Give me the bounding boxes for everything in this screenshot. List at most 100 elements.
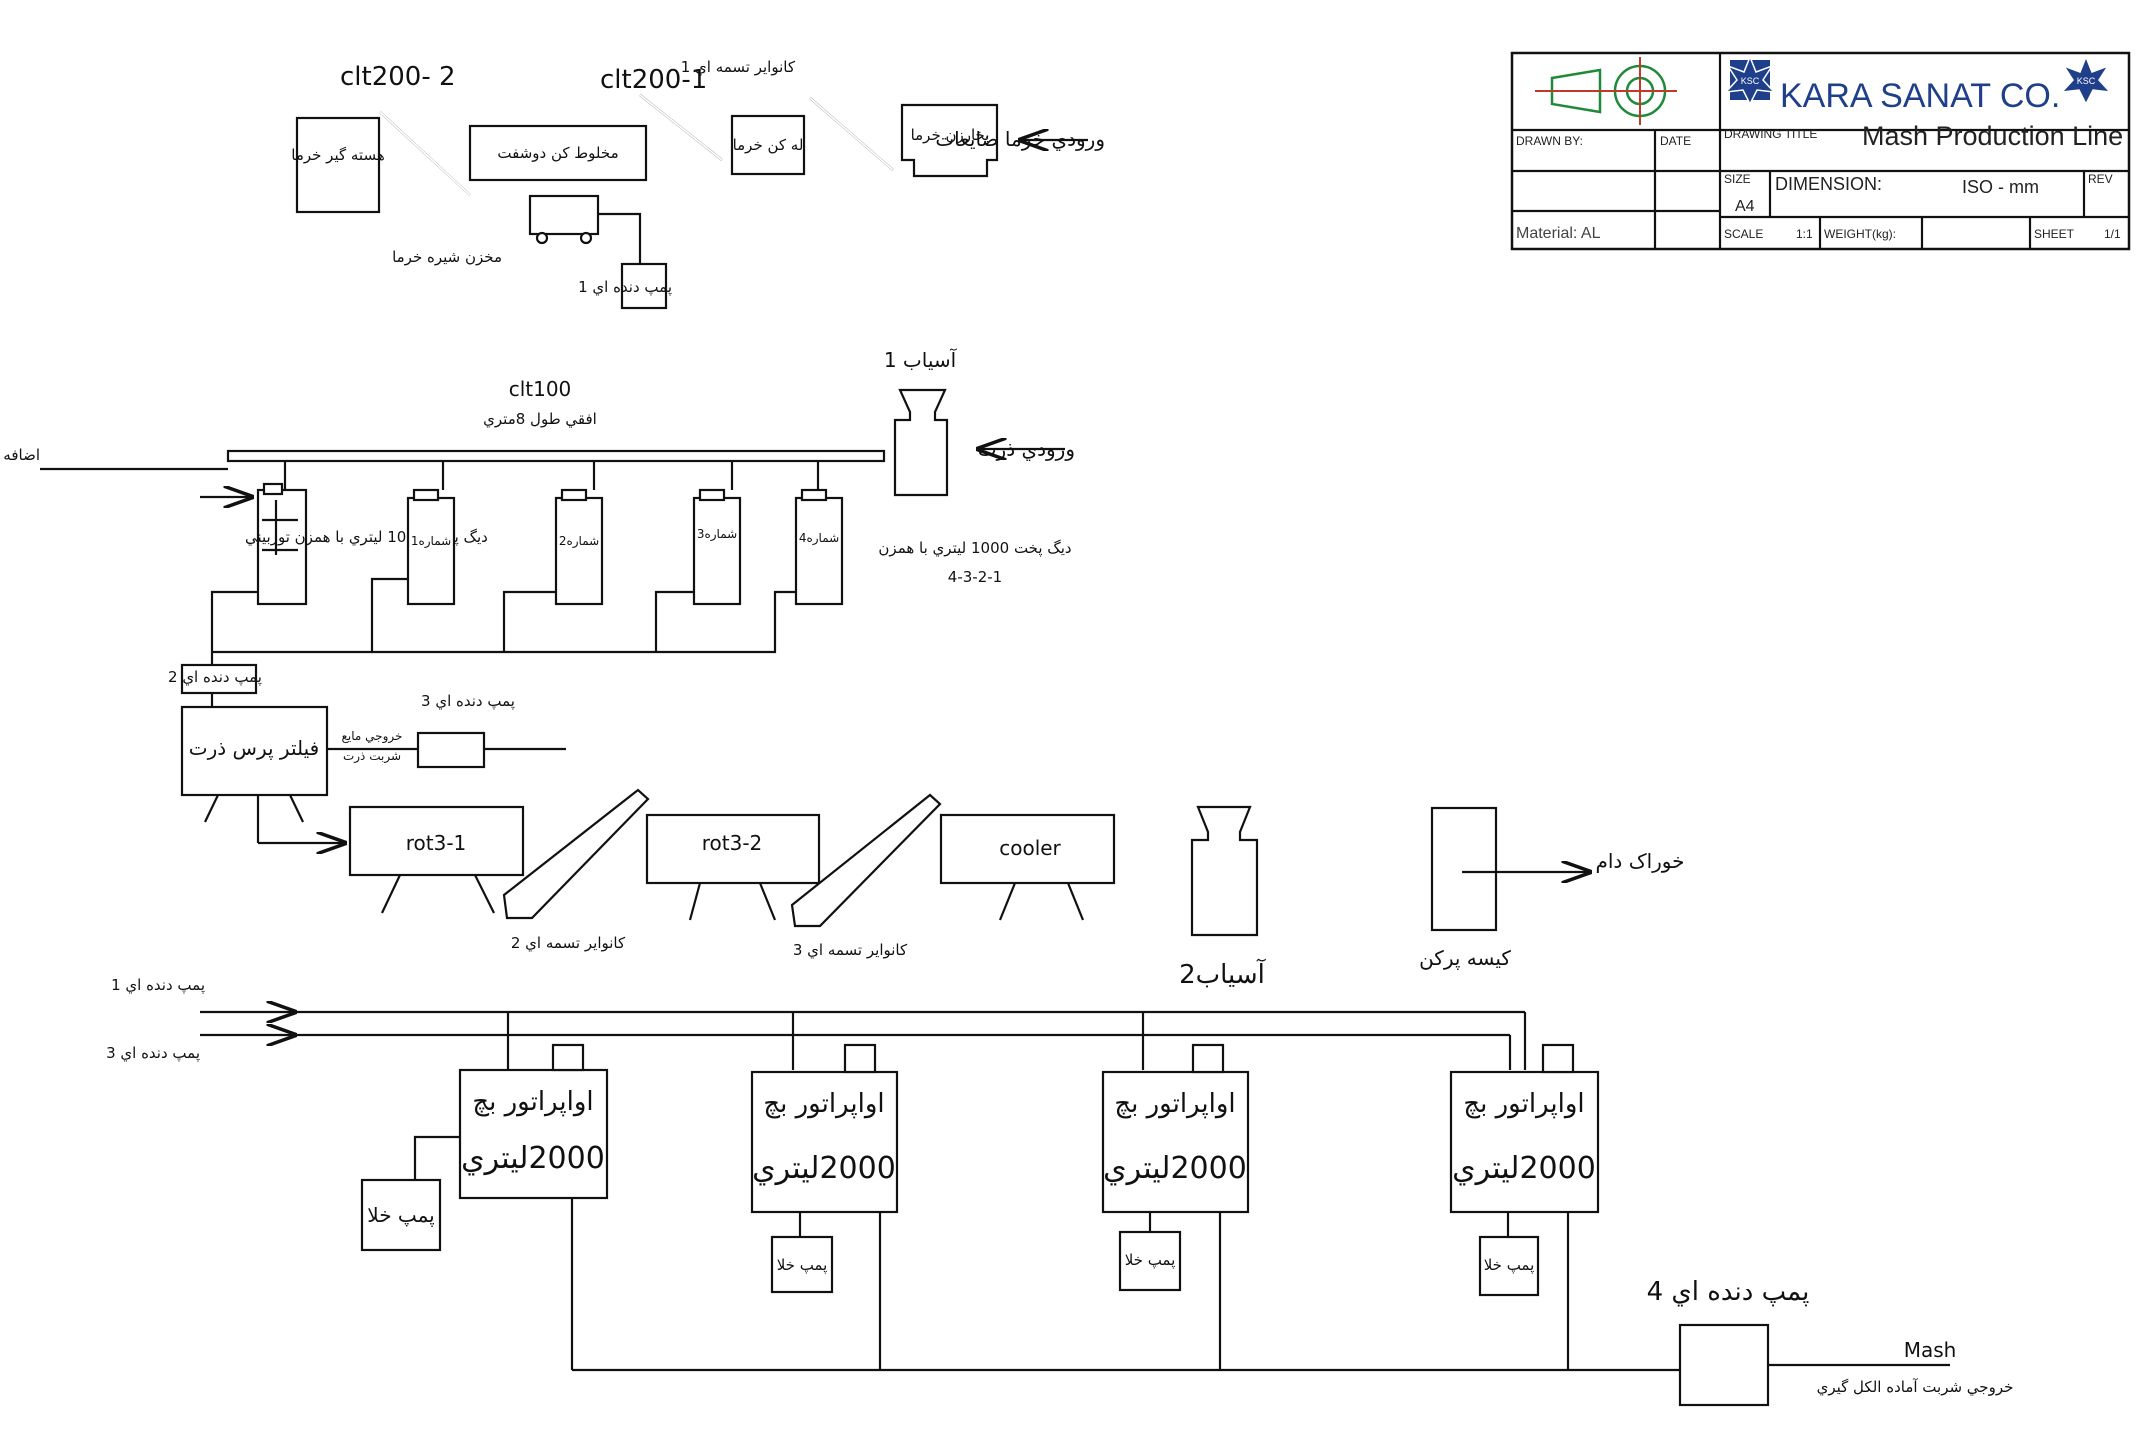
- pit-remover-label: هسته گير خرما: [291, 146, 385, 164]
- cooker-tank-1: [406, 496, 456, 606]
- company-logo-right-icon: KSC: [2060, 54, 2112, 106]
- bag-filler: [1430, 806, 1498, 932]
- belt-conveyor-2: [502, 788, 650, 920]
- projection-symbol-icon: [1535, 57, 1677, 125]
- company-logo-left-icon: KSC: [1724, 54, 1776, 106]
- company-name: KARA SANAT CO.: [1780, 77, 2060, 115]
- evaporator-3-capacity: 2000ليتري: [1103, 1151, 1247, 1186]
- dimension-value: ISO - mm: [1962, 177, 2039, 197]
- belt-conveyor-3: [790, 793, 942, 928]
- mixer-label: مخلوط كن دوشفت: [497, 144, 618, 162]
- mill-1: [893, 388, 949, 497]
- size-value: A4: [1735, 198, 1755, 215]
- cooker-tank-1-label: شماره1: [411, 534, 451, 549]
- crusher-label: له كن خرما: [733, 136, 804, 154]
- scale-value: 1:1: [1796, 227, 1813, 241]
- vacuum-pump-2: [770, 1235, 834, 1294]
- corn-processing-line: clt100 افقي طول 8متري اضافه شدن آنزيم و …: [0, 347, 1075, 843]
- evaporator-3-title: اواپراتور بچ: [1114, 1089, 1235, 1119]
- cooker-tank-2-label: شماره2: [559, 534, 599, 549]
- date-processing-line: هسته گير خرما clt200- 2 مخلوط كن دوشفت c…: [291, 58, 1105, 310]
- corn-filter-press: [180, 705, 329, 797]
- sheet-label: SHEET: [2034, 227, 2075, 241]
- gear-pump-3-label: پمپ دنده اي 3: [421, 692, 515, 711]
- horizontal-conveyor-clt100: [226, 449, 886, 463]
- rotary-dryer-rot3-2: [645, 813, 821, 885]
- gear-pump-1-label: پمپ دنده اي 1: [578, 278, 672, 297]
- drawn-by-label: DRAWN BY:: [1516, 134, 1583, 148]
- cooker-tank-2: [554, 496, 604, 606]
- batch-evaporator-3: [1101, 1070, 1250, 1214]
- cooker-tank-3-label: شماره3: [697, 527, 737, 542]
- cooker-tank-4-label: شماره4: [799, 531, 839, 546]
- rot3-2-label: rot3-2: [702, 831, 763, 855]
- sheet-value: 1/1: [2104, 227, 2121, 241]
- pump-1-inlet-label: پمپ دنده اي 1: [111, 976, 205, 995]
- cooler: [939, 813, 1116, 885]
- mill-1-label: آسياب 1: [884, 347, 958, 372]
- gear-pump-1: [620, 262, 668, 310]
- batch-evaporator-4: [1449, 1070, 1600, 1214]
- filter-press-label: فيلتر پرس ذرت: [189, 736, 319, 761]
- vacuum-pump-3: [1118, 1230, 1182, 1292]
- tanks-note-numbers: 4-3-2-1: [948, 568, 1002, 586]
- enzyme-water-label: اضافه شدن آنزيم و آب: [0, 446, 40, 464]
- material-label: Material: AL: [1516, 225, 1601, 242]
- mill-2-label: آسياب2: [1179, 958, 1267, 990]
- evaporator-2-capacity: 2000ليتري: [752, 1151, 896, 1186]
- steamer-label: بخارزن خرما: [911, 126, 990, 144]
- evaporator-1-capacity: 2000ليتري: [461, 1141, 605, 1176]
- clt200-1-label: clt200-1: [600, 65, 707, 95]
- evaporator-1-title: اواپراتور بچ: [472, 1087, 593, 1117]
- batch-evaporator-1: [458, 1068, 609, 1200]
- vacuum-pump-4: [1478, 1235, 1540, 1297]
- vacuum-pump-1: [360, 1178, 442, 1252]
- title-block: KSC KSC KARA SANAT CO. DRAWN BY: DATE DR…: [1510, 51, 2131, 251]
- belt-conveyor-3-label: كانواير تسمه اي 3: [793, 941, 908, 960]
- vacuum-pump-2-label: پمپ خلا: [777, 1256, 828, 1275]
- gear-pump-3: [416, 731, 486, 769]
- syrup-tank-label: مخزن شيره خرما: [392, 248, 502, 266]
- vacuum-pump-3-label: پمپ خلا: [1125, 1251, 1176, 1270]
- waste-date-input-label: ورودي خرما ضايعات: [935, 127, 1105, 152]
- mill-2: [1190, 805, 1259, 937]
- vacuum-pump-4-label: پمپ خلا: [1484, 1256, 1535, 1275]
- cooker-tank-4: [794, 496, 844, 606]
- twin-shaft-mixer: [468, 124, 648, 182]
- pit-remover: [295, 116, 381, 214]
- mash-output-label: Mash: [1904, 1338, 1957, 1362]
- clt100-desc-label: افقي طول 8متري: [483, 410, 597, 429]
- evaporator-4-capacity: 2000ليتري: [1452, 1151, 1596, 1186]
- tanks-note-label: ديگ پخت 1000 ليتري با همزن: [878, 539, 1071, 558]
- rotary-dryer-rot3-1: [348, 805, 525, 877]
- batch-evaporator-2: [750, 1070, 899, 1214]
- gear-pump-4: [1678, 1323, 1770, 1407]
- syrup-tank: [528, 194, 600, 236]
- scale-label: SCALE: [1724, 227, 1763, 241]
- rev-label: REV: [2088, 172, 2113, 186]
- evaporator-2-title: اواپراتور بچ: [763, 1089, 884, 1119]
- cooker-tank-3: [692, 496, 742, 606]
- corn-input-label: ورودي ذرت: [978, 437, 1075, 462]
- clt100-label: clt100: [509, 377, 572, 401]
- gear-pump-4-label: پمپ دنده اي 4: [1647, 1277, 1810, 1307]
- clt200-2-label: clt200- 2: [340, 62, 456, 92]
- animal-feed-label: خوراک دام: [1595, 849, 1684, 873]
- date-steamer: [900, 103, 999, 178]
- evaporator-line: پمپ دنده اي 1 پمپ دنده اي 3 اواپراتور بچ…: [106, 976, 2013, 1407]
- cooler-label: cooler: [999, 836, 1061, 860]
- date-label: DATE: [1660, 134, 1691, 148]
- liquid-output-label: خروجي مايع: [342, 729, 403, 744]
- belt-conveyor-2-label: كانواير تسمه اي 2: [511, 934, 626, 953]
- drawing-title-label: DRAWING TITLE: [1724, 127, 1817, 141]
- dryer-line: rot3-1 كانواير تسمه اي 2 rot3-2 كانواير …: [348, 788, 1685, 990]
- turbine-cooker: [256, 488, 308, 606]
- size-label: SIZE: [1724, 172, 1751, 186]
- gear-pump-2: [180, 663, 258, 695]
- dimension-label: DIMENSION:: [1775, 174, 1882, 194]
- evaporator-4-title: اواپراتور بچ: [1463, 1089, 1584, 1119]
- weight-label: WEIGHT(kg):: [1824, 227, 1896, 241]
- date-crusher: [730, 114, 806, 176]
- bag-filler-label: كيسه پركن: [1419, 946, 1511, 971]
